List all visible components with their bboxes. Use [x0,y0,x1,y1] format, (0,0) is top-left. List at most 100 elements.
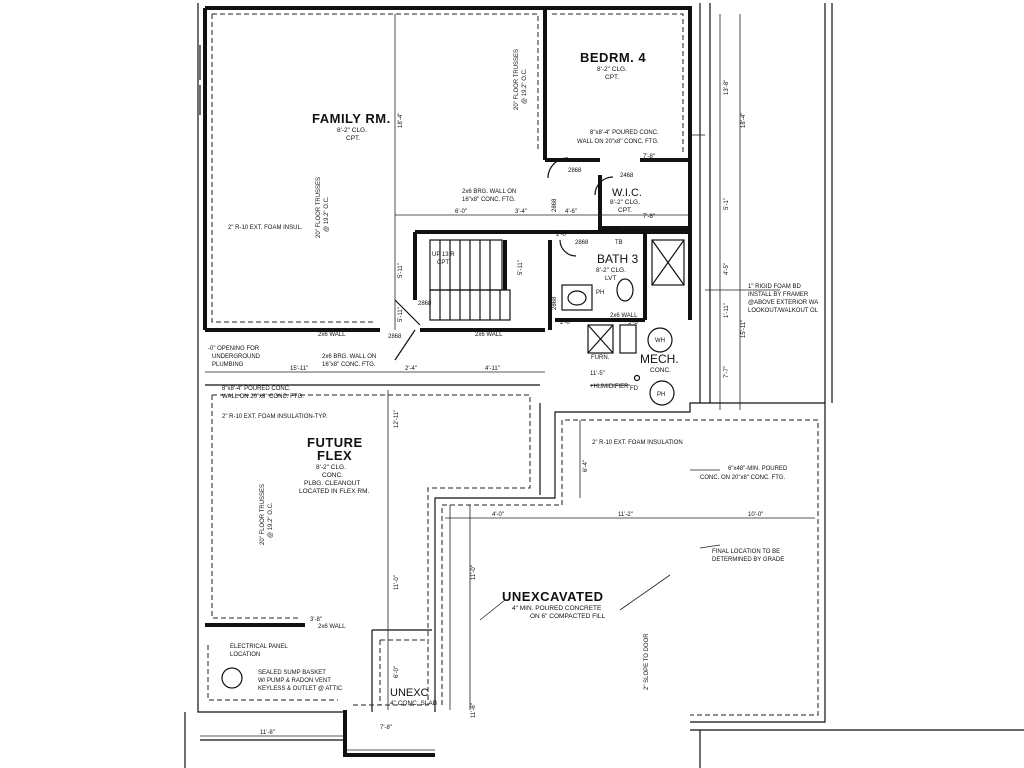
opening-note-2: UNDERGROUND [212,354,261,360]
water-heater-label: WH [655,338,665,344]
furnace-icon [587,324,614,354]
family-room-name: FAMILY RM. [312,111,391,126]
slope-note: 2" SLOPE TO DOOR [644,633,650,690]
brg-wall-note-2: 16"x8" CONC. FTG. [462,197,516,203]
door-2868-b: 2868 [575,240,589,246]
floor-drain-label: FD [630,386,639,392]
pressure-tank-icon [649,380,675,406]
sump-note-1: SEALED SUMP BASKET [258,670,326,676]
flex-wall-note-1: 8"x8'-4" POURED CONC. [222,386,291,392]
future-flex-name-2: FLEX [317,448,352,463]
final-location-note-1: FINAL LOCATION TO BE [712,549,780,555]
dim-6-4: 6'-4" [583,460,589,472]
dimension-labels: 6'-0" 3'-4" 4'-6" 7'-8" 7'-8" 15'-11" 2'… [260,80,763,736]
rigid-foam-note-4: LOOKOUT/WALKOUT OL [748,308,819,314]
unexc-small-name: UNEXC [390,687,429,699]
wic-ceiling: 8'-2" CLG. [610,199,640,206]
dim-11-6: 11'-6" [471,703,477,718]
family-foam-note: 2" R-10 EXT. FOAM INSUL. [228,225,303,231]
annotations: 20" FLOOR TRUSSES @ 19.2" O.C. 20" FLOOR… [208,49,819,692]
rigid-foam-note-2: INSTALL BY FRAMER [748,292,809,298]
wall-2x6-label-c: 2x6 WALL [610,313,638,319]
family-trusses-spacing: @ 19.2" O.C. [324,196,330,232]
mech-name: MECH. [640,352,679,366]
upper-trusses-spacing: @ 19.2" O.C. [522,68,528,104]
bedroom-4-name: BEDRM. 4 [580,50,646,65]
mech-floor: CONC. [650,367,671,374]
right-wall-note-2: CONC. ON 20"x8" CONC. FTG. [700,475,786,481]
flex-foam-note: 2" R-10 EXT. FOAM INSULATION-TYP. [222,414,328,420]
foundation-outline [184,3,1024,768]
dim-2-0-b: 2'-0" [560,320,572,326]
bedroom-wall-note-1: 8"x8'-4" POURED CONC. [590,130,659,136]
floor-drain-icon [633,374,641,382]
final-location-note-2: DETERMINED BY GRADE [712,557,784,563]
wall-2x6-label-d: 2x6 WALL [318,624,346,630]
bath-ph-label: PH [596,290,604,296]
dim-5-1: 5'-1" [724,198,730,210]
bedroom-wall-note-2: WALL ON 20"x8" CONC. FTG. [577,139,659,145]
flex-wall-note-2: WALL ON 20"x8" CONC. FTG. [222,394,304,400]
dimension-lines [200,14,815,751]
family-room-ceiling: 8'-2" CLG. [337,127,367,134]
family-trusses-note: 20" FLOOR TRUSSES [316,177,322,238]
electrical-note-2: LOCATION [230,652,260,658]
door-2468: 2468 [620,173,634,179]
water-heater-icon [647,327,673,353]
right-wall-note-1: 6"x48"-MIN. POURED [728,466,788,472]
dim-7-8-a: 7'-8" [643,154,655,160]
wic-floor: CPT. [618,207,632,214]
future-flex-floor: CONC. [322,472,343,479]
dim-15-11-v: 15'-11" [741,320,747,338]
dim-10-0: 10'-0" [748,512,763,518]
unexcavated-note-2: ON 6" COMPACTED FILL [530,613,606,620]
insulation-lines [207,13,819,716]
shower-icon [651,239,685,286]
dim-7-7: 7'-7" [724,366,730,378]
sink-icon [561,284,593,311]
dim-7-8-c: 7'-8" [380,725,392,731]
upper-trusses-note: 20" FLOOR TRUSSES [514,49,520,110]
humidifier-note: +HUMIDIFIER [590,384,629,390]
towel-bar-label: TB [615,240,623,246]
opening-note-3: PLUMBING [212,362,244,368]
dim-4-6: 4'-6" [565,209,577,215]
sump-icon [221,667,243,689]
dim-5-11-b: 5'-11" [398,307,404,322]
dim-4-11: 4'-11" [485,366,500,372]
brg-wall-note-1: 2x6 BRG. WALL ON [462,189,516,195]
wall-2x6-label-b: 2x6 WALL [475,332,503,338]
stair [429,239,511,321]
bedroom-4-ceiling: 8'-2" CLG. [597,66,627,73]
room-labels: FAMILY RM. 8'-2" CLG. CPT. BEDRM. 4 8'-2… [299,50,679,707]
dim-18-4-b: 18'-4" [741,113,747,128]
dim-2-4: 2'-4" [405,366,417,372]
dim-6-0-v: 6'-0" [394,666,400,678]
future-flex-name-1: FUTURE [307,435,363,450]
dim-5-11-c: 5'-11" [518,260,524,275]
dim-15-11: 15'-11" [290,366,308,372]
dim-7-8-b: 7'-8" [643,214,655,220]
door-2868-c: 2868 [418,301,432,307]
furnace-label: FURN. [591,355,610,361]
dim-11-5: 11'-5" [590,371,605,377]
rigid-foam-note-1: 1" RIGID FOAM BD [748,284,801,290]
dim-11-2: 11'-2" [618,512,633,518]
opening-note-1: -0" OPENING FOR [208,346,260,352]
electrical-note-1: ELECTRICAL PANEL [230,644,288,650]
door-2868-e: 2868 [552,198,558,212]
bath-3-floor: LVT [605,275,616,282]
dim-3-4: 3'-4" [515,209,527,215]
flex-trusses-note: 20" FLOOR TRUSSES [260,484,266,545]
sump-note-2: W/ PUMP & RADON VENT [258,678,331,684]
dim-1-11: 1'-11" [724,303,730,318]
future-flex-ceiling: 8'-2" CLG. [316,464,346,471]
pressure-tank-label: PH [657,392,665,398]
dim-11-0-b: 11'-0" [471,565,477,580]
dim-18-4: 18'-4" [398,113,404,128]
dim-5-11-a: 5'-11" [398,263,404,278]
unexcavated-name: UNEXCAVATED [502,589,604,604]
dim-5-3: 5'-3" [628,320,640,326]
dim-4-0: 4'-0" [492,512,504,518]
future-flex-note-1: PLBG. CLEANOUT [304,480,360,487]
